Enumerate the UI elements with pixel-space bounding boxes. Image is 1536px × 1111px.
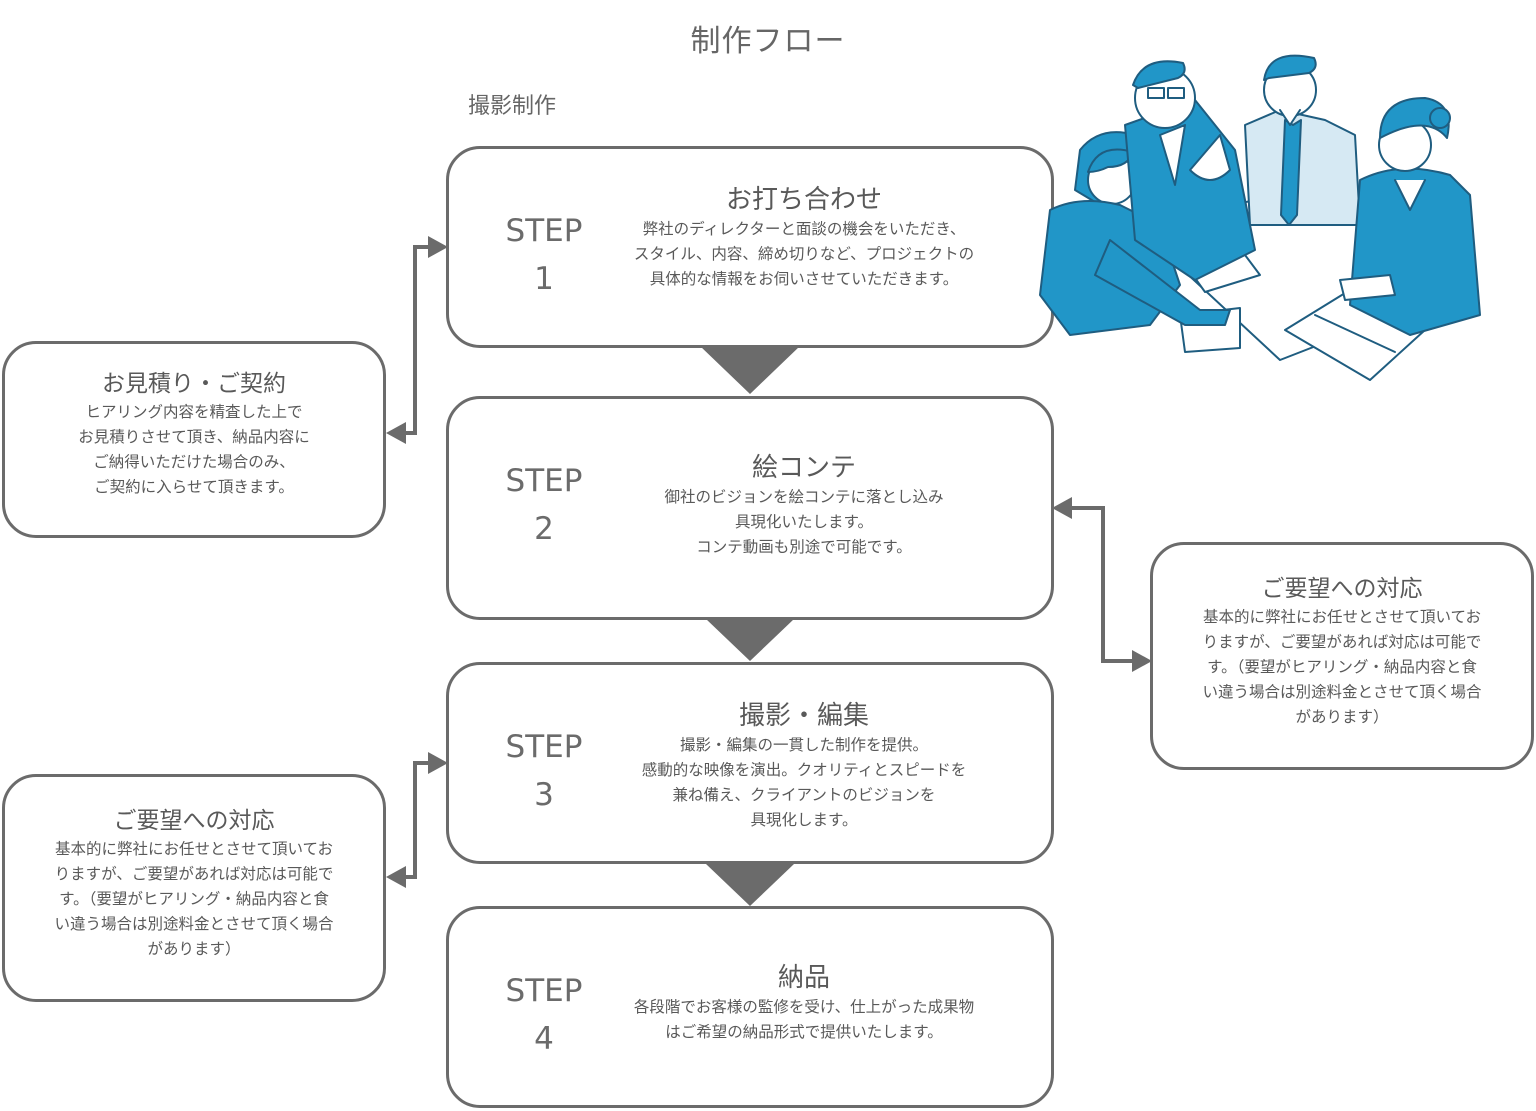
estimate-box: お見積り・ご契約 ヒアリング内容を精査した上で お見積りさせて頂き、納品内容に … xyxy=(2,341,386,538)
arrowhead-to-estimate xyxy=(386,422,406,444)
arrowhead-to-step1 xyxy=(428,236,448,258)
page-subtitle: 撮影制作 xyxy=(468,94,557,119)
step-3-title: 撮影・編集 xyxy=(738,701,869,731)
step-4-desc: 各段階でお客様の監修を受け、仕上がった成果物 はご希望の納品形式で提供いたします… xyxy=(633,998,975,1041)
estimate-desc: ヒアリング内容を精査した上で お見積りさせて頂き、納品内容に ご納得いただけた場… xyxy=(78,403,310,496)
request-right-desc: 基本的に弊社にお任せとさせて頂いてお りますが、ご要望があれば対応は可能で す。… xyxy=(1202,608,1482,726)
step-3-label: STEP 3 xyxy=(449,723,639,819)
step-4-label-text: STEP 4 xyxy=(505,973,583,1057)
step-1-label-text: STEP 1 xyxy=(505,213,583,297)
request-left-title: ご要望への対応 xyxy=(113,808,275,834)
down-arrow-2-3 xyxy=(706,619,794,661)
step-4-label: STEP 4 xyxy=(449,967,639,1063)
step-1-box: STEP 1 お打ち合わせ 弊社のディレクターと面談の機会をいただき、 スタイル… xyxy=(446,146,1054,348)
request-right-box: ご要望への対応 基本的に弊社にお任せとさせて頂いてお りますが、ご要望があれば対… xyxy=(1150,542,1534,770)
step-1-desc: 弊社のディレクターと面談の機会をいただき、 スタイル、内容、締め切りなど、プロジ… xyxy=(633,220,975,288)
step-3-box: STEP 3 撮影・編集 撮影・編集の一貫した制作を提供。 感動的な映像を演出。… xyxy=(446,662,1054,864)
step-3-label-text: STEP 3 xyxy=(505,729,583,813)
arrowhead-to-request-left xyxy=(386,866,406,888)
request-right-title: ご要望への対応 xyxy=(1261,576,1423,602)
request-left-box: ご要望への対応 基本的に弊社にお任せとさせて頂いてお りますが、ご要望があれば対… xyxy=(2,774,386,1002)
estimate-title: お見積り・ご契約 xyxy=(102,371,286,397)
arrowhead-to-step2 xyxy=(1052,497,1072,519)
down-arrow-1-2 xyxy=(700,346,800,394)
step-4-title: 納品 xyxy=(777,963,830,993)
step-2-box: STEP 2 絵コンテ 御社のビジョンを絵コンテに落とし込み 具現化いたします。… xyxy=(446,396,1054,620)
step-3-desc: 撮影・編集の一貫した制作を提供。 感動的な映像を演出。クオリティとスピードを 兼… xyxy=(641,736,967,829)
arrowhead-to-request-right xyxy=(1132,650,1152,672)
down-arrow-3-4 xyxy=(706,864,794,906)
double-arrow-step3-request xyxy=(402,761,430,879)
request-left-desc: 基本的に弊社にお任せとさせて頂いてお りますが、ご要望があれば対応は可能で す。… xyxy=(54,840,334,958)
page-title: 制作フロー xyxy=(690,24,846,59)
step-2-title: 絵コンテ xyxy=(751,453,856,483)
step-1-title: お打ち合わせ xyxy=(725,185,882,215)
arrowhead-to-step3 xyxy=(428,752,448,774)
step-2-label: STEP 2 xyxy=(449,457,639,553)
step-2-label-text: STEP 2 xyxy=(505,463,583,547)
double-arrow-step1-estimate xyxy=(402,245,430,435)
step-2-desc: 御社のビジョンを絵コンテに落とし込み 具現化いたします。 コンテ動画も別途で可能… xyxy=(664,488,944,556)
double-arrow-step2-request xyxy=(1068,506,1134,663)
step-1-label: STEP 1 xyxy=(449,207,639,303)
business-meeting-illustration xyxy=(1039,54,1481,381)
step-4-box: STEP 4 納品 各段階でお客様の監修を受け、仕上がった成果物 はご希望の納品… xyxy=(446,906,1054,1108)
